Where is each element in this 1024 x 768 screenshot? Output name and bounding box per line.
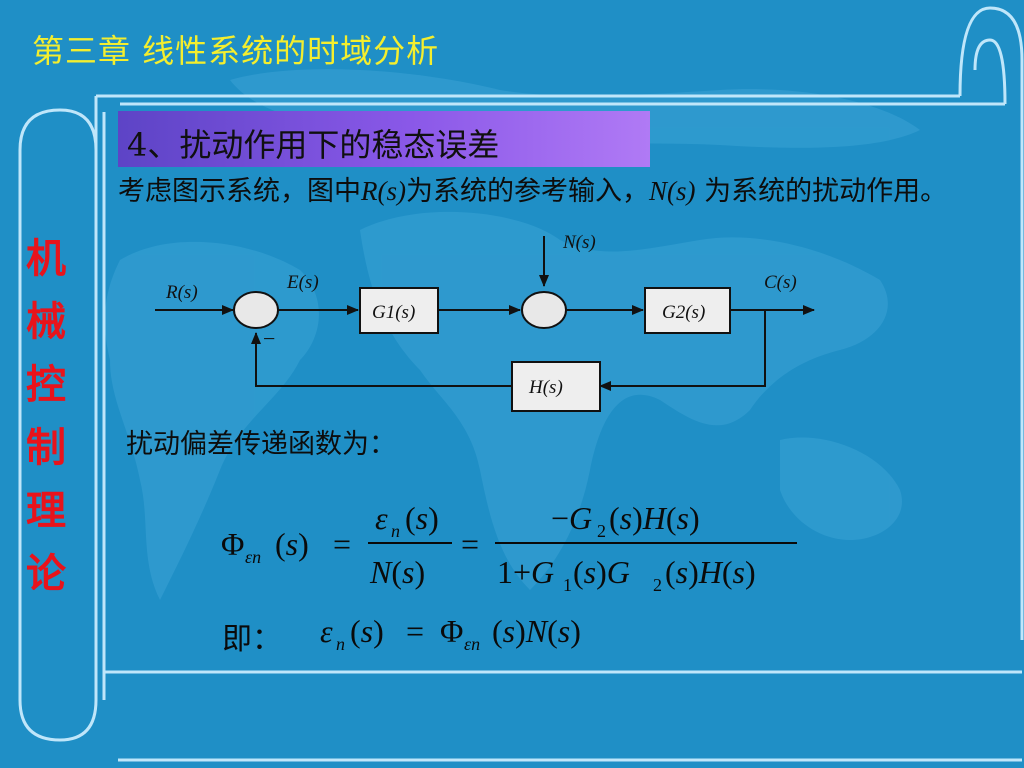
svg-text:2: 2 [653, 575, 662, 595]
course-title-char: 制 [26, 425, 66, 471]
svg-text:=: = [406, 613, 424, 649]
svg-text:(s): (s) [405, 500, 439, 536]
svg-text:(s)H(s): (s)H(s) [665, 554, 756, 590]
block-g2 [644, 287, 731, 334]
intro-paragraph: 考虑图示系统，图中R(s)为系统的参考输入，N(s) 为系统的扰动作用。 [118, 172, 948, 211]
svg-text:1: 1 [563, 575, 572, 595]
block-h-label: H(s) [528, 377, 563, 398]
block-g1 [359, 287, 439, 334]
section-banner [118, 111, 650, 167]
svg-text:(s): (s) [350, 613, 384, 649]
course-title-char: 机 [26, 236, 66, 282]
reference-input-symbol: R(s) [361, 176, 406, 206]
svg-text:=: = [333, 526, 351, 562]
feedback-path [599, 310, 766, 391]
svg-text:Φ: Φ [440, 613, 463, 649]
course-title-char: 械 [26, 299, 66, 345]
input-label: R(s) [165, 282, 198, 303]
ji-label: 即： [222, 622, 282, 657]
transfer-function-equation: Φ εn (s) = ε n (s) N(s) = −G 2 (s)H(s) 1… [221, 500, 797, 595]
output-label: C(s) [764, 272, 797, 293]
vertical-course-title: 机 械 控 制 理 论 [20, 228, 72, 606]
scroll-frame [18, 6, 1024, 762]
svg-text:εn: εn [245, 547, 261, 567]
summing-junction-1 [233, 291, 279, 329]
intro-text: 考虑图示系统，图中 [118, 176, 361, 207]
chapter-title: 第三章 线性系统的时域分析 [32, 32, 440, 70]
svg-text:εn: εn [464, 634, 480, 654]
svg-text:Φ: Φ [221, 526, 244, 562]
transfer-function-caption: 扰动偏差传递函数为： [126, 429, 396, 460]
disturbance-error-equation: ε n (s) = Φ εn (s)N(s) [320, 613, 581, 654]
svg-text:2: 2 [597, 521, 606, 541]
svg-text:−G: −G [551, 500, 592, 536]
svg-text:(s)N(s): (s)N(s) [492, 613, 581, 649]
svg-text:ε: ε [320, 613, 333, 649]
block-h [511, 361, 601, 412]
intro-text: 为系统的参考输入， [405, 176, 649, 207]
course-title-char: 理 [26, 488, 66, 534]
block-diagram: R(s) E(s) N(s) C(s) G1(s) G2(s) H(s) − [155, 232, 815, 412]
svg-text:n: n [391, 521, 400, 541]
feedback-return-path [251, 332, 512, 387]
disturbance-symbol: N(s) [648, 176, 696, 206]
svg-text:n: n [336, 634, 345, 654]
svg-text:=: = [461, 526, 479, 562]
svg-text:(s)G: (s)G [573, 554, 630, 590]
svg-text:1+G: 1+G [497, 554, 554, 590]
block-g2-label: G2(s) [662, 302, 705, 323]
summing-junction-2 [521, 291, 567, 329]
disturbance-label: N(s) [562, 232, 596, 253]
svg-text:ε: ε [375, 500, 388, 536]
svg-text:(s)H(s): (s)H(s) [609, 500, 700, 536]
svg-text:(s): (s) [275, 526, 309, 562]
course-title-char: 论 [26, 551, 66, 597]
minus-sign: − [263, 326, 275, 351]
section-heading: 4、扰动作用下的稳态误差 [127, 126, 500, 164]
error-label: E(s) [286, 272, 319, 293]
intro-text: 为系统的扰动作用。 [695, 176, 948, 207]
svg-text:N(s): N(s) [369, 554, 425, 590]
block-g1-label: G1(s) [372, 302, 415, 323]
course-title-char: 控 [26, 362, 66, 408]
